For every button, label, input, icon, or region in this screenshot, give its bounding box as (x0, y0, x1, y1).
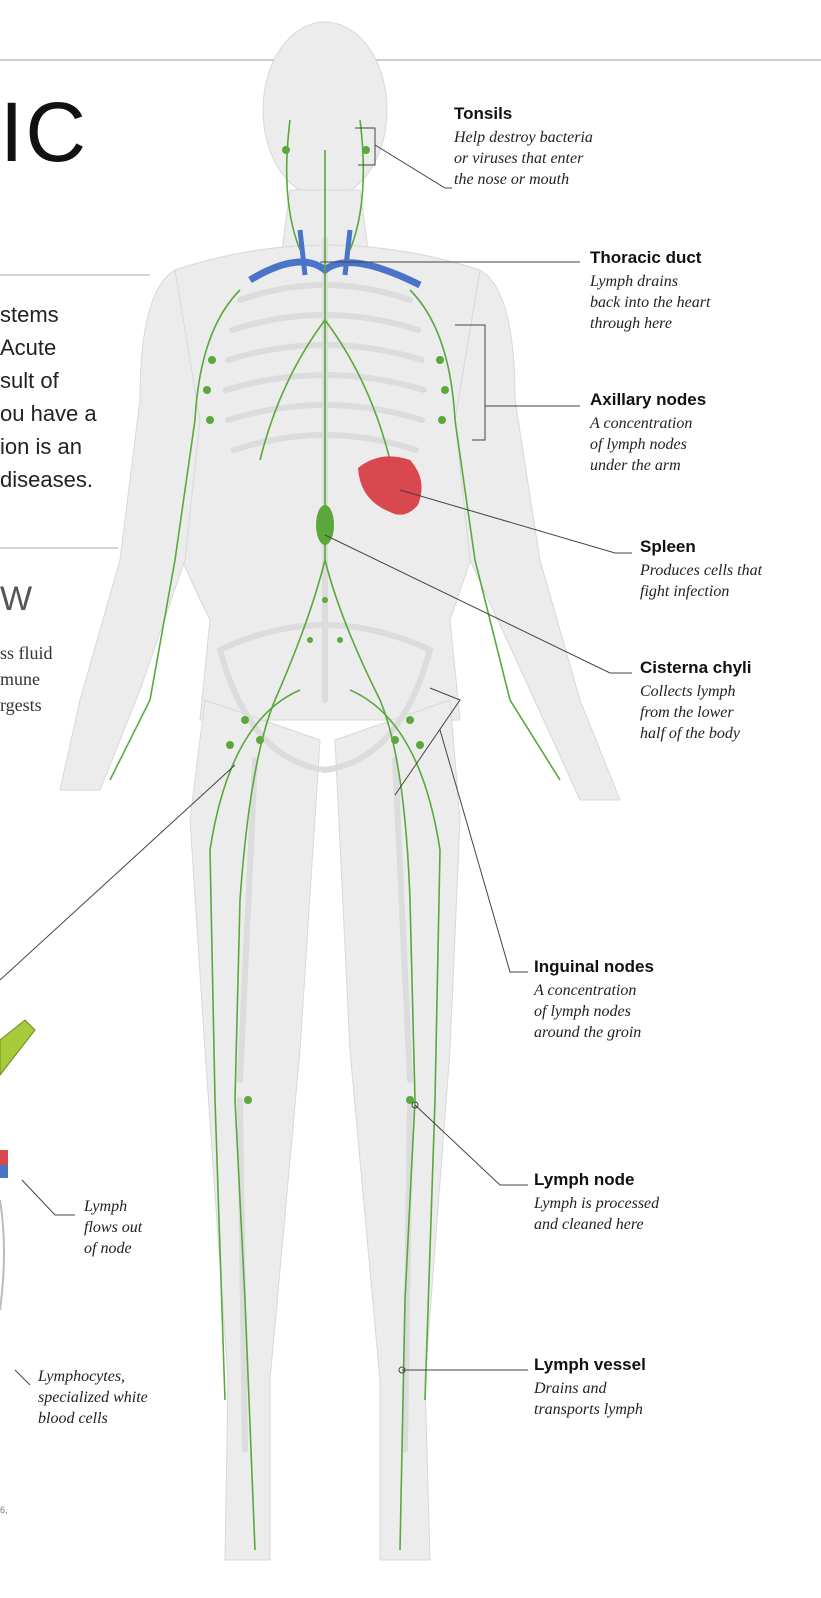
intro-line: stems (0, 298, 130, 331)
subhead: W (0, 582, 32, 616)
label-title: Lymph node (534, 1170, 659, 1190)
lymph-node-inset (0, 1020, 35, 1310)
headline: IC (0, 90, 88, 174)
intro-line: Acute (0, 331, 130, 364)
label-title: Inguinal nodes (534, 957, 654, 977)
label-title: Cisterna chyli (640, 658, 752, 678)
body-line: ss fluid (0, 640, 53, 666)
intro-line: ion is an (0, 430, 130, 463)
intro-line: diseases. (0, 463, 130, 496)
intro-line: ou have a (0, 397, 130, 430)
label-title: Lymph vessel (534, 1355, 646, 1375)
credit: 6, (0, 1505, 8, 1515)
label-title: Spleen (640, 537, 762, 557)
label-title: Axillary nodes (590, 390, 706, 410)
body-line: mune (0, 666, 53, 692)
body-silhouette (60, 22, 620, 1560)
label-title: Thoracic duct (590, 248, 710, 268)
intro-text: stems Acute sult of ou have a ion is an … (0, 298, 130, 496)
body-text: ss fluid mune rgests (0, 640, 53, 718)
intro-line: sult of (0, 364, 130, 397)
cisterna-chyli-shape (316, 505, 334, 545)
label-title: Tonsils (454, 104, 593, 124)
body-line: rgests (0, 692, 53, 718)
